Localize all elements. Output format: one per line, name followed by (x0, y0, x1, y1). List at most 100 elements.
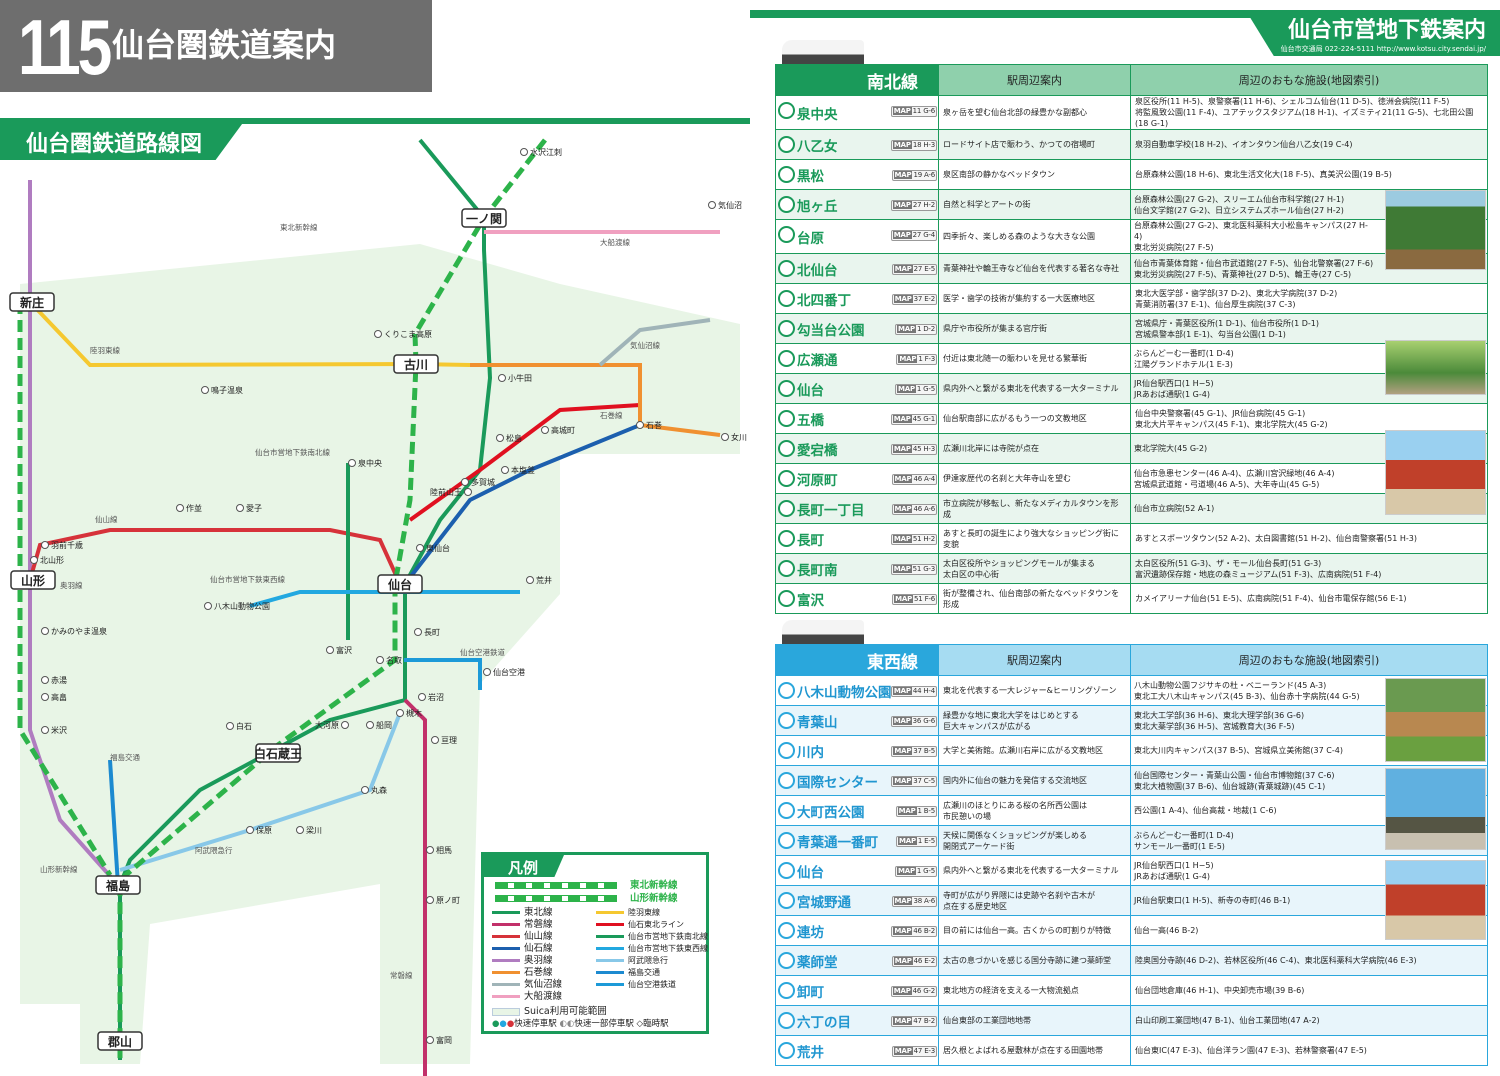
line-swatch (492, 983, 520, 986)
station-label: 米沢 (51, 725, 67, 735)
station-label: 槻木 (406, 708, 422, 718)
kesennuma-line (598, 318, 711, 367)
station-facilities: あすとスポーツタウン(52 A-2)、太白図書館(51 H-2)、仙台南警察署(… (1130, 523, 1488, 554)
map-badge: MAP (892, 535, 912, 543)
map-badge: MAP (892, 565, 912, 573)
map-badge: MAP (898, 355, 918, 363)
hospital-photo (1385, 430, 1486, 515)
station-circle-icon (778, 410, 795, 427)
station-label: 名取 (386, 655, 402, 665)
station-marker (326, 646, 334, 654)
station-marker (41, 726, 49, 734)
station-marker (41, 627, 49, 635)
station-name: 宮城野通 (797, 894, 851, 911)
station-guide: 目の前には仙台一高。古くからの町割りが特徴 (938, 915, 1131, 946)
col-facilities: 周辺のおもな施設(地図索引) (1130, 644, 1488, 676)
major-station-label: 郡山 (107, 1034, 132, 1049)
station-label: 荒井 (536, 575, 552, 585)
tozai-line (249, 590, 520, 608)
station-guide: 医学・歯学の技術が集約する一大医療地区 (938, 283, 1131, 314)
station-guide: 市立病院が移転し、新たなメディカルタウンを形成 (938, 493, 1131, 524)
station-facilities: 陸奥国分寺跡(46 D-2)、若林区役所(46 C-4)、東北医科薬科大学病院(… (1130, 945, 1488, 976)
line-swatch (492, 947, 520, 950)
line-swatch (492, 911, 520, 914)
station-circle-icon (778, 196, 795, 213)
line-swatch (596, 959, 624, 962)
station-circle-icon (778, 982, 795, 999)
station-name: 仙台 (797, 864, 824, 881)
map-badge: MAP (893, 505, 913, 513)
map-badge: MAP (892, 231, 912, 239)
major-station-label: 山形 (21, 573, 45, 588)
station-marker (708, 201, 716, 209)
station-guide: 仙台駅南部に広がるもう一つの文教地区 (938, 403, 1131, 434)
line-swatch (492, 935, 520, 938)
station-guide: 大学と美術館。広瀬川右岸に広がる文教地区 (938, 735, 1131, 766)
station-guide: 付近は東北随一の賑わいを見せる繁華街 (938, 343, 1131, 374)
station-guide: 県内外へと繋がる東北を代表する一大ターミナル (938, 855, 1131, 886)
subway-title-block: 仙台市営地下鉄案内 仙台市交通局 022-224-5111 http://www… (1250, 18, 1500, 56)
station-label: 保原 (256, 825, 272, 835)
station-guide: 寺町が広がり界隈には史跡や名刹や古木が 点在する歴史地区 (938, 885, 1131, 916)
ou-line (28, 180, 120, 887)
station-guide: 東北地方の経済を支える一大物流拠点 (938, 975, 1131, 1006)
station-label: 丸森 (371, 785, 387, 795)
line-swatch (596, 971, 624, 974)
zoo-photo (1385, 678, 1486, 762)
station-marker (376, 656, 384, 664)
station-photo (1385, 860, 1486, 940)
station-guide: 泉区南部の静かなベッドタウン (938, 159, 1131, 190)
line-swatch (492, 995, 520, 998)
station-name: 川内 (797, 744, 824, 761)
legend-item: 阿武隈急行 (596, 955, 668, 966)
map-badge: MAP (892, 987, 912, 995)
legend-item: 仙台空港鉄道 (596, 979, 676, 990)
station-label: 高城町 (551, 425, 575, 435)
station-marker (721, 433, 729, 441)
legend-item: 仙石線 (492, 943, 553, 954)
station-name: 台原 (797, 230, 824, 247)
airport-line (404, 658, 482, 690)
major-station-marker (255, 743, 301, 763)
